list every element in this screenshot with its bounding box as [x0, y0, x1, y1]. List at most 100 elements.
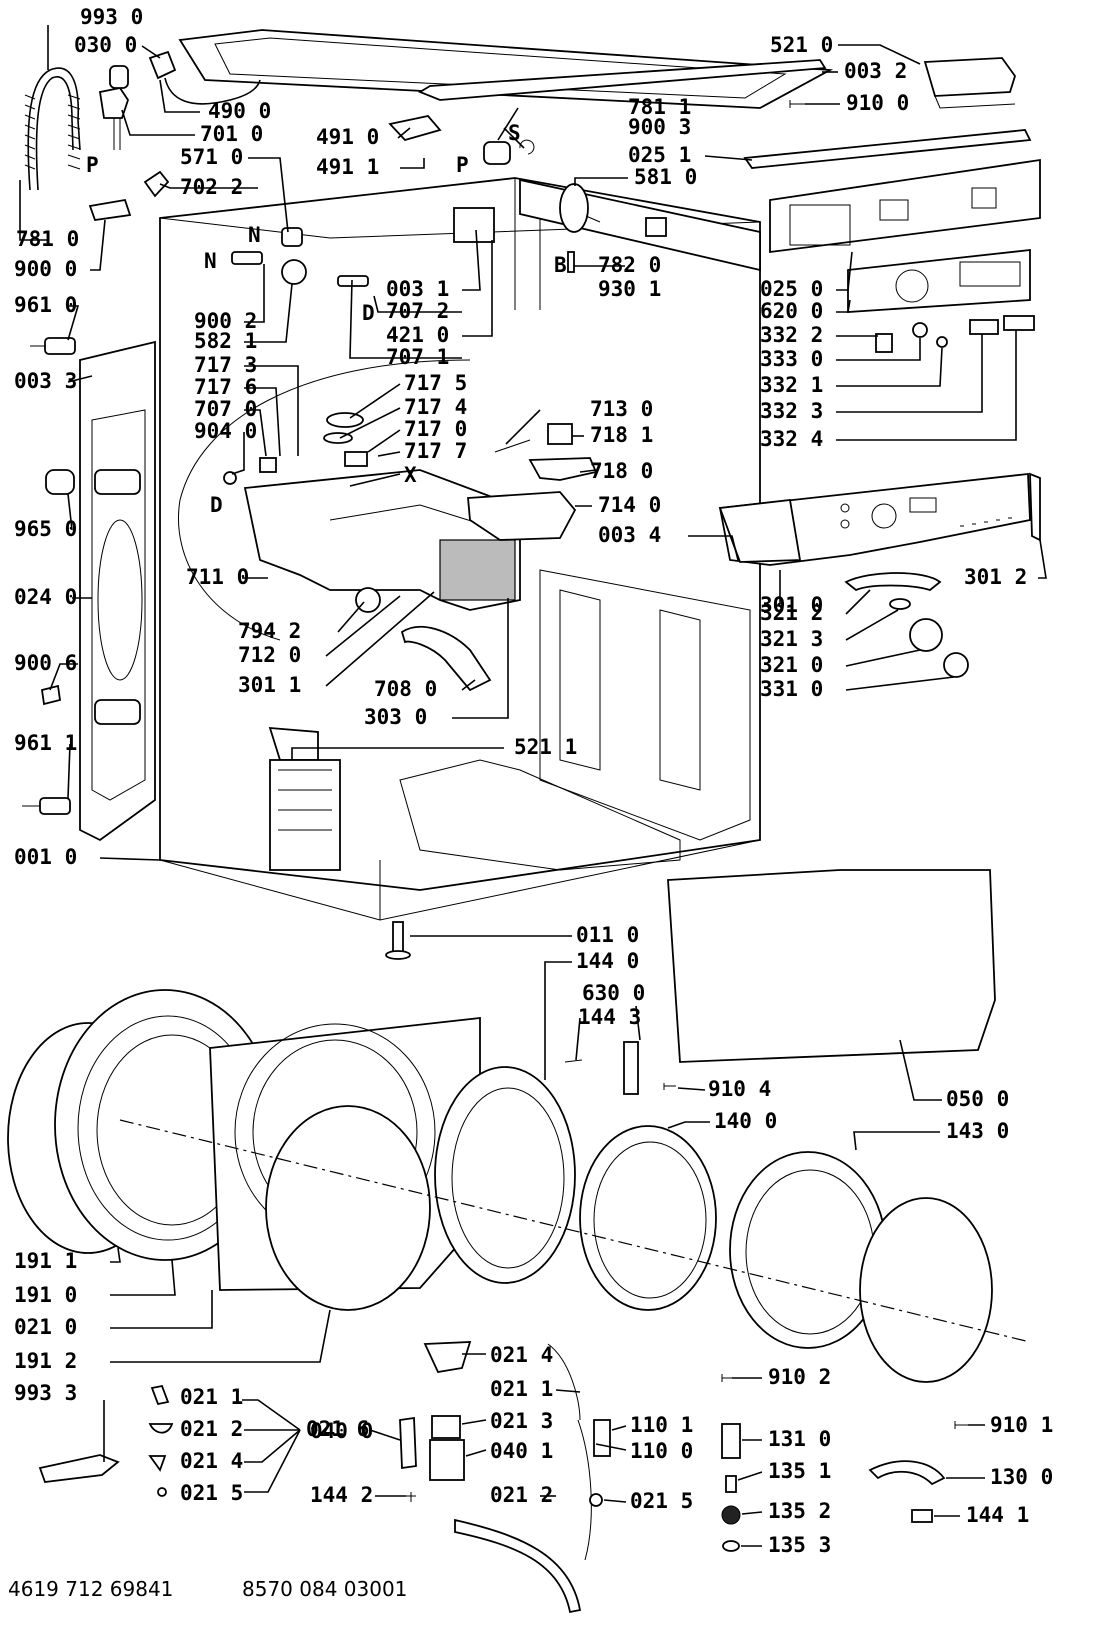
- label-910-2: 910 2: [768, 1365, 831, 1389]
- label-021-5a: 021 5: [180, 1481, 243, 1505]
- label-900-2: 900 2: [194, 309, 257, 333]
- part-135-2: [721, 1505, 741, 1525]
- label-333-0: 333 0: [760, 347, 823, 371]
- part-040-1: [429, 1439, 465, 1481]
- label-630-0: 630 0: [582, 981, 645, 1005]
- bolt-cap: [45, 469, 75, 495]
- part-021-5a: [157, 1487, 167, 1497]
- pin-144-3: [564, 1059, 583, 1063]
- label-301-0: 301 0: [760, 593, 823, 617]
- label-301-2: 301 2: [964, 565, 1027, 589]
- label-900-3: 900 3: [628, 115, 691, 139]
- label-025-1: 025 1: [628, 143, 691, 167]
- label-011-0: 011 0: [576, 923, 639, 947]
- label-s: S: [508, 121, 521, 145]
- label-135-2: 135 2: [768, 1499, 831, 1523]
- label-135-3: 135 3: [768, 1533, 831, 1557]
- bezel-321-2: [844, 572, 942, 592]
- label-620-0: 620 0: [760, 299, 823, 323]
- part-021-4a: [148, 1455, 167, 1472]
- label-717-0: 717 0: [404, 417, 467, 441]
- part-021-1b: [547, 1343, 581, 1421]
- label-421-0: 421 0: [386, 323, 449, 347]
- part-021-5b: [589, 1493, 603, 1507]
- door-assembly: [729, 1151, 993, 1383]
- knob-331-0: [943, 652, 969, 678]
- label-040-0: 040 0: [310, 1419, 373, 1443]
- footer-service-code: 8570 084 03001: [242, 1577, 407, 1601]
- door-glass: [265, 1105, 431, 1311]
- label-191-1: 191 1: [14, 1249, 77, 1273]
- label-d-2: D: [210, 493, 223, 517]
- part-021-1a: [150, 1384, 170, 1406]
- plinth-panel: [667, 869, 996, 1063]
- pin-782-0: [567, 251, 575, 273]
- label-d-1: D: [362, 301, 375, 325]
- label-021-1b: 021 1: [490, 1377, 553, 1401]
- part-707-0: [259, 457, 277, 473]
- part-021-2b: [454, 1518, 582, 1614]
- label-303-0: 303 0: [364, 705, 427, 729]
- transit-bolt-lower: [22, 797, 71, 815]
- part-110-1: [593, 1419, 611, 1457]
- label-040-1: 040 1: [490, 1439, 553, 1463]
- label-021-2a: 021 2: [180, 1417, 243, 1441]
- label-021-6: 021 6: [306, 1417, 369, 1441]
- label-521-0: 521 0: [770, 33, 833, 57]
- label-781-0: 781 0: [16, 227, 79, 251]
- label-900-6: 900 6: [14, 651, 77, 675]
- clip-713-0: [494, 439, 531, 453]
- cable-holder-930-1: [645, 217, 667, 237]
- label-491-1: 491 1: [316, 155, 379, 179]
- label-050-0: 050 0: [946, 1087, 1009, 1111]
- label-191-0: 191 0: [14, 1283, 77, 1307]
- label-717-4: 717 4: [404, 395, 467, 419]
- label-130-0: 130 0: [990, 1465, 1053, 1489]
- label-021-3: 021 3: [490, 1409, 553, 1433]
- label-321-0: 321 0: [760, 653, 823, 677]
- label-910-1: 910 1: [990, 1413, 1053, 1437]
- label-025-0: 025 0: [760, 277, 823, 301]
- connector-718-1: [547, 423, 573, 445]
- label-711-0: 711 0: [186, 565, 249, 589]
- label-332-1: 332 1: [760, 373, 823, 397]
- label-321-3: 321 3: [760, 627, 823, 651]
- detergent-dispenser: [243, 469, 521, 613]
- label-131-0: 131 0: [768, 1427, 831, 1451]
- label-b: B: [554, 253, 567, 277]
- label-794-2: 794 2: [238, 619, 301, 643]
- label-993-0: 993 0: [80, 5, 143, 29]
- leader-lines: [19, 25, 1047, 1547]
- label-993-3: 993 3: [14, 1381, 77, 1405]
- label-n-2: N: [204, 249, 217, 273]
- power-cord: [148, 50, 261, 105]
- label-332-3: 332 3: [760, 399, 823, 423]
- electronic-module: [923, 57, 1016, 109]
- label-961-0: 961 0: [14, 293, 77, 317]
- label-712-0: 712 0: [238, 643, 301, 667]
- label-965-0: 965 0: [14, 517, 77, 541]
- label-003-4: 003 4: [598, 523, 661, 547]
- valve-cover: [528, 457, 598, 481]
- ring-717-5: [326, 412, 364, 428]
- label-021-1a: 021 1: [180, 1385, 243, 1409]
- control-panel-front: [718, 472, 1031, 566]
- label-021-4a: 021 4: [180, 1449, 243, 1473]
- screw-910-4: [663, 1083, 676, 1090]
- label-332-2: 332 2: [760, 323, 823, 347]
- label-030-0: 030 0: [74, 33, 137, 57]
- foot: [385, 921, 411, 960]
- label-140-0: 140 0: [714, 1109, 777, 1133]
- inlet-valve: [98, 65, 129, 150]
- label-717-3: 717 3: [194, 353, 257, 377]
- label-708-0: 708 0: [374, 677, 437, 701]
- switch-332-3: [969, 319, 999, 335]
- badge-321-3: [889, 598, 911, 610]
- pin-144-2: [406, 1492, 416, 1502]
- part-021-2a: [148, 1423, 174, 1434]
- part-021-3: [431, 1415, 461, 1439]
- part-491-0: [388, 115, 442, 142]
- footer-part-number: 4619 712 69841: [8, 1577, 173, 1601]
- inlet-hose: [24, 67, 81, 191]
- label-144-2: 144 2: [310, 1483, 373, 1507]
